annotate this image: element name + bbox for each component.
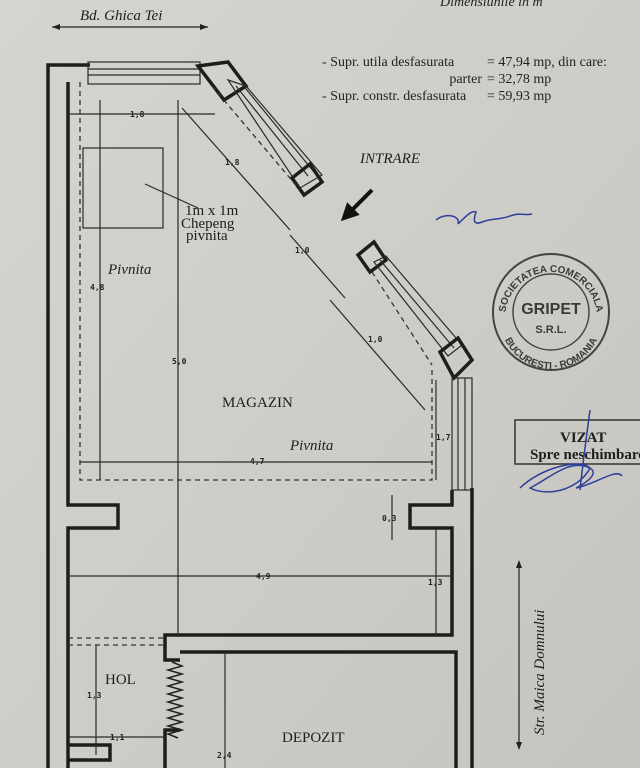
svg-text:Spre neschimbare: Spre neschimbare <box>530 447 640 463</box>
dim-storage-depth: 2,4 <box>217 751 232 760</box>
street-name-top: Bd. Ghica Tei <box>80 8 162 24</box>
dim-shop-depth: 5,0 <box>172 357 187 366</box>
walls <box>46 60 475 768</box>
basement-outline <box>68 82 433 646</box>
room-label-shop: MAGAZIN <box>222 395 293 411</box>
hatch-note-label: Chepeng <box>181 216 235 232</box>
approval-box: VIZAT Spre neschimbare <box>514 409 640 493</box>
dim-right-window: 1,7 <box>436 433 451 442</box>
dim-pillar: 0,3 <box>382 514 397 523</box>
street-arrow-top <box>52 24 208 30</box>
area-value-built: = 59,93 mp <box>487 89 551 104</box>
dim-basement-depth: 4,8 <box>90 283 105 292</box>
svg-text:GRIPET: GRIPET <box>521 301 581 318</box>
room-label-hall: HOL <box>105 672 136 688</box>
svg-text:VIZAT: VIZAT <box>560 430 606 446</box>
entrance-label: INTRARE <box>359 151 420 167</box>
dim-diag-lower: 1,0 <box>368 335 383 344</box>
area-label-built: - Supr. constr. desfasurata <box>322 89 467 104</box>
room-label-storage: DEPOZIT <box>282 730 345 746</box>
dim-right-lower: 1,3 <box>428 578 443 587</box>
dim-entrance-width: 1,0 <box>295 246 310 255</box>
area-label-useful: - Supr. utila desfasurata <box>322 55 455 70</box>
dim-hall-depth: 1,3 <box>87 691 102 700</box>
entrance-arrow-icon <box>340 188 374 222</box>
basement-hatch <box>82 147 164 229</box>
svg-text:S.R.L.: S.R.L. <box>535 324 566 336</box>
dim-basement-width: 4,7 <box>250 457 265 466</box>
street-name-side: Str. Maica Domnului <box>532 610 548 735</box>
signature <box>435 210 533 225</box>
dim-shop-width: 4,9 <box>256 572 271 581</box>
room-label-basement-top: Pivnita <box>107 262 151 278</box>
hatch-note-pivnita: pivnita <box>186 228 228 244</box>
room-label-basement-bottom: Pivnita <box>289 438 333 454</box>
dimension-lines <box>68 100 452 768</box>
area-label-ground: parter <box>449 72 482 87</box>
dim-top-width: 1,8 <box>130 110 145 119</box>
hatch-note-size: 1m x 1m <box>185 203 239 219</box>
hatch-leader <box>144 183 199 209</box>
area-value-ground: = 32,78 mp <box>487 72 551 87</box>
dim-diag-upper: 1,8 <box>225 158 240 167</box>
units-note: Dimensiunile in m <box>439 0 543 10</box>
area-value-useful: = 47,94 mp, din care: <box>487 55 607 70</box>
street-arrow-side <box>516 560 522 750</box>
dim-hall-width: 1,1 <box>110 733 125 742</box>
stairs <box>165 661 185 739</box>
